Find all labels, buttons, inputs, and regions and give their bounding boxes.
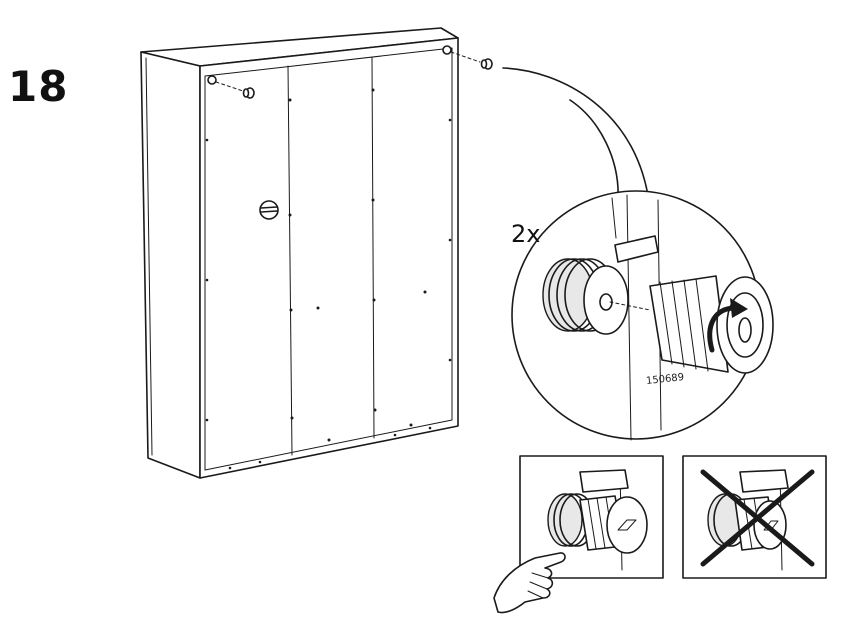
cabinet-back-view-icon xyxy=(141,28,458,478)
quantity-label: 2x xyxy=(511,220,540,248)
rotate-clockwise-arrow-icon xyxy=(650,276,773,373)
incorrect-installation-icon xyxy=(683,456,826,578)
magnified-detail xyxy=(512,191,773,440)
pointing-hand-icon xyxy=(494,553,565,613)
